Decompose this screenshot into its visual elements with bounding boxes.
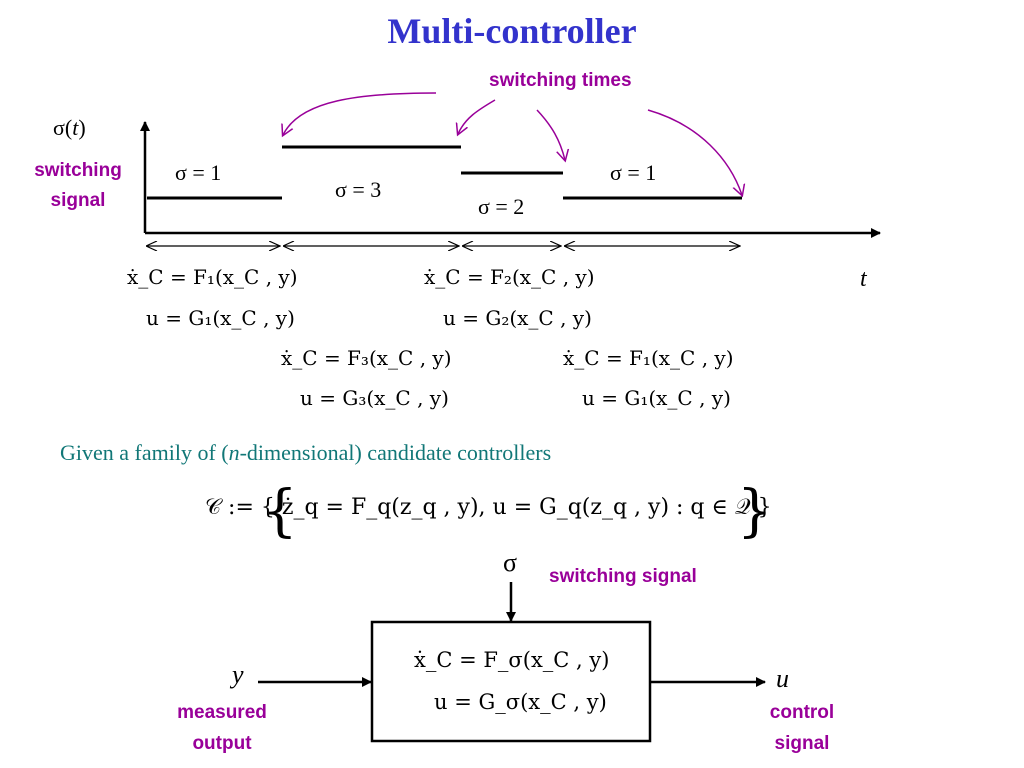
eq2-xdot: ẋ_C = F₂(x_C , y) (424, 265, 595, 289)
block-switching-signal-label: switching signal (549, 566, 697, 587)
eq3-xdot: ẋ_C = F₃(x_C , y) (281, 346, 452, 370)
block-sigma-input: σ (503, 548, 518, 577)
switching-signal-left-label: switching signal (34, 160, 122, 211)
block-xdot-equation: ẋ_C = F_σ(x_C , y) (414, 648, 610, 672)
sigma-t-label: σ(t) (53, 115, 86, 140)
block-input-label: measured output (177, 702, 267, 754)
eq3-u: u = G₃(x_C , y) (300, 386, 449, 410)
switching-time-arrow-1 (283, 92, 437, 135)
interval-label-3: σ = 2 (478, 194, 525, 219)
interval-label-2: σ = 3 (335, 177, 382, 202)
interval-label-4: σ = 1 (610, 160, 657, 185)
eq4-u: u = G₁(x_C , y) (582, 386, 731, 410)
page-title: Multi-controller (387, 11, 637, 51)
t-axis-label: t (860, 266, 867, 292)
set-right-brace: } (737, 479, 773, 544)
switching-time-arrow-3 (536, 109, 565, 160)
eq2-u: u = G₂(x_C , y) (443, 306, 592, 330)
eq4-xdot: ẋ_C = F₁(x_C , y) (563, 346, 734, 370)
switching-times-label: switching times (489, 70, 632, 91)
set-left-brace: { (262, 479, 298, 544)
switching-time-arrow-4 (647, 109, 742, 195)
block-input-symbol: y (232, 660, 244, 689)
block-output-symbol: u (776, 664, 789, 693)
block-output-label: control signal (769, 702, 835, 754)
family-set-definition: 𝒞 := { ż_q = F_q(z_q , y), u = G_q(z_q ,… (205, 495, 772, 520)
family-description: Given a family of (n-dimensional) candid… (60, 440, 552, 465)
eq1-xdot: ẋ_C = F₁(x_C , y) (127, 265, 298, 289)
controller-block (370, 620, 652, 743)
switching-time-arrow-2 (458, 99, 496, 134)
block-u-equation: u = G_σ(x_C , y) (434, 690, 607, 714)
eq1-u: u = G₁(x_C , y) (146, 306, 295, 330)
interval-label-1: σ = 1 (175, 160, 222, 185)
